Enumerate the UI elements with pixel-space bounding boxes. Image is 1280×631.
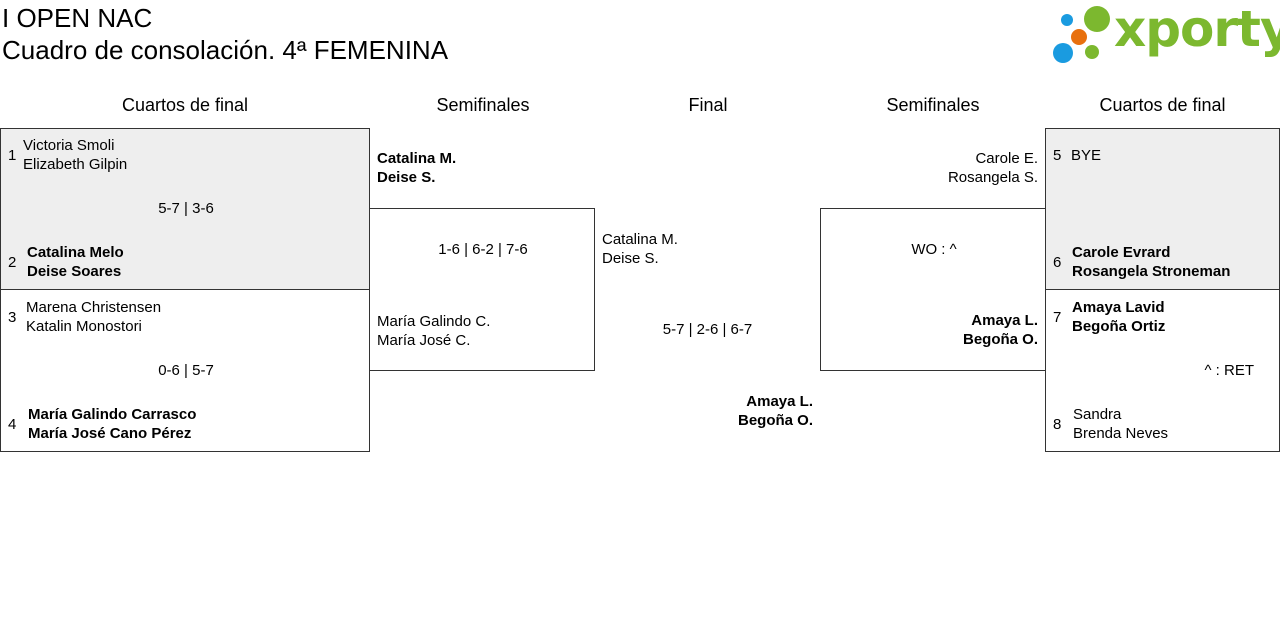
tournament-title: I OPEN NAC [2,3,153,33]
player-winner: Amaya Lavid [1072,299,1165,316]
logo-text: xporty [1114,0,1280,58]
player-winner: Rosangela Stroneman [1072,263,1231,280]
round-header-sf-left: Semifinales [436,95,530,115]
seed: 8 [1053,416,1062,433]
match-score: ^ : RET [1204,362,1254,379]
player-winner: Deise Soares [27,263,122,280]
player-winner: Begoña Ortiz [1072,318,1166,335]
sf-right-player: Rosangela S. [947,169,1038,186]
final-player-winner: Amaya L. [746,393,813,410]
match-score: 1-6 | 6-2 | 7-6 [438,241,528,258]
seed: 3 [8,309,17,326]
player-winner: Catalina Melo [27,244,124,261]
match-qf-right-2[interactable]: 7 Amaya Lavid Begoña Ortiz ^ : RET 8 San… [1045,289,1280,452]
seed: 7 [1053,309,1062,326]
final-player: Deise S. [602,250,659,267]
match-sf-right[interactable]: WO : ^ Amaya L. Begoña O. [820,208,1046,371]
seed: 4 [8,416,17,433]
seed: 1 [8,147,17,164]
player: María Galindo C. [377,313,491,330]
seed: 6 [1053,254,1062,271]
final-score: 5-7 | 2-6 | 6-7 [662,321,753,338]
sf-left-player: Catalina M. [377,150,457,167]
seed: 5 [1053,147,1062,164]
player: Marena Christensen [26,299,162,316]
player-winner: Begoña O. [962,331,1038,348]
player: Victoria Smoli [23,137,115,154]
player-bye: BYE [1071,147,1102,164]
match-score: 0-6 | 5-7 [158,362,214,379]
round-header-qf-right: Cuartos de final [1099,95,1226,115]
round-header-qf-left: Cuartos de final [121,95,249,115]
player: Katalin Monostori [26,318,142,335]
xporty-logo[interactable]: xporty [1050,0,1280,68]
round-header-sf-right: Semifinales [886,95,980,115]
sf-right-player: Carole E. [975,150,1038,167]
logo-dots-icon [1053,6,1110,63]
seed: 2 [8,254,17,271]
player-winner: Carole Evrard [1072,244,1171,261]
draw-title: Cuadro de consolación. 4ª FEMENINA [2,35,449,65]
player-winner: María Galindo Carrasco [28,406,197,423]
player: Sandra [1073,406,1122,423]
match-sf-left[interactable]: 1-6 | 6-2 | 7-6 María Galindo C. María J… [369,208,595,371]
match-qf-left-1[interactable]: 1 Victoria Smoli Elizabeth Gilpin 5-7 | … [0,128,370,290]
match-qf-right-1[interactable]: 5 BYE 6 Carole Evrard Rosangela Stronema… [1045,128,1280,290]
player: María José C. [377,332,471,349]
player-winner: Amaya L. [971,312,1038,329]
sf-left-player: Deise S. [377,169,436,186]
player: Elizabeth Gilpin [23,156,128,173]
player-winner: María José Cano Pérez [28,425,192,442]
round-header-final: Final [688,95,728,115]
final-player-winner: Begoña O. [737,412,813,429]
player: Brenda Neves [1073,425,1169,442]
match-score: 5-7 | 3-6 [158,200,214,217]
match-qf-left-2[interactable]: 3 Marena Christensen Katalin Monostori 0… [0,289,370,452]
final-player: Catalina M. [602,231,678,248]
match-score: WO : ^ [911,241,957,258]
